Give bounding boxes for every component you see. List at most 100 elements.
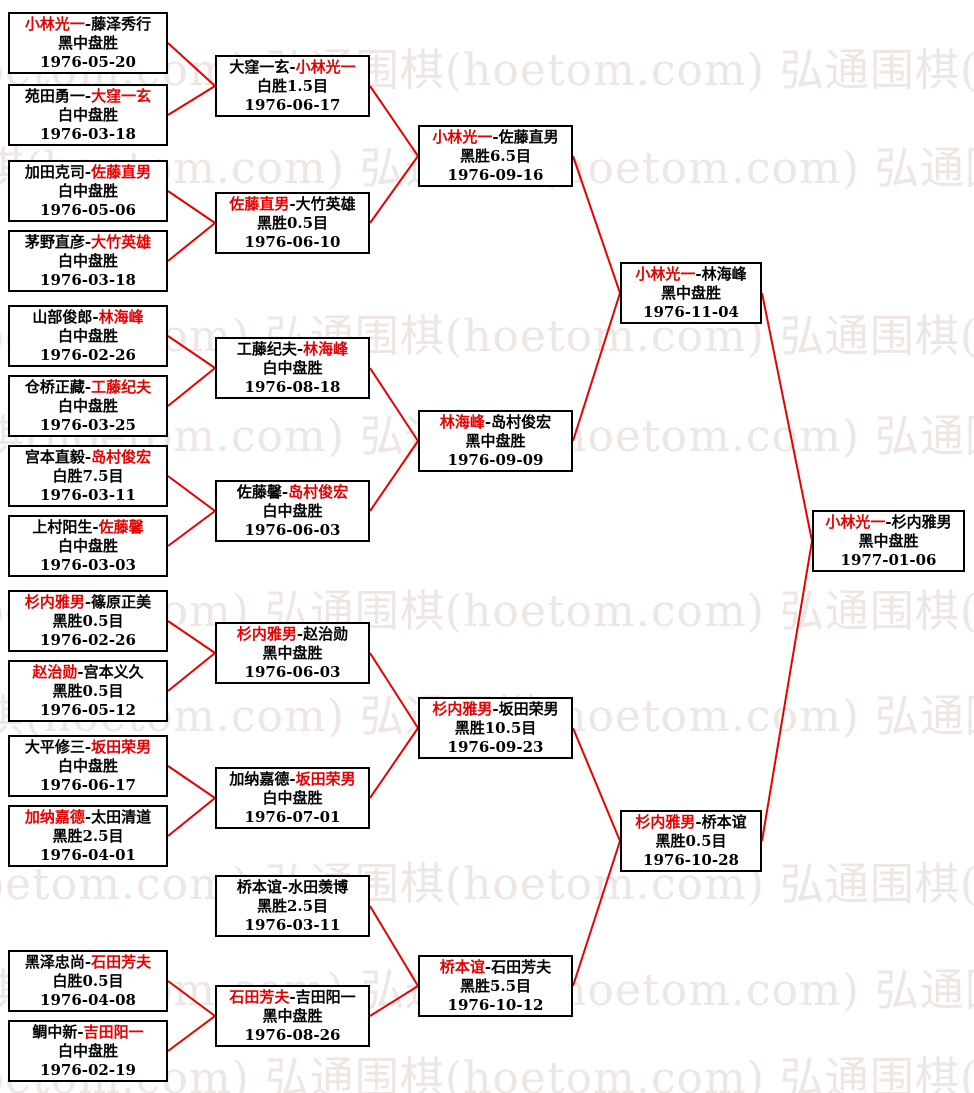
player2-name: 小林光一 — [295, 57, 356, 76]
connector-line — [369, 652, 419, 729]
connector-line — [369, 440, 419, 512]
player1-name: 佐藤直男 — [229, 194, 290, 213]
match-players: 杉内雅男-坂田荣男 — [432, 700, 558, 719]
match-box: 桥本谊-水田羡博 黑胜2.5目 1976-03-11 — [215, 875, 370, 937]
player1-name: 工藤纪夫 — [236, 339, 297, 358]
match-result: 黑中盘胜 — [660, 283, 721, 302]
match-result: 黑中盘胜 — [858, 531, 919, 550]
match-box: 宫本直毅-岛村俊宏 白胜7.5目 1976-03-11 — [8, 445, 168, 507]
player-separator: - — [281, 877, 289, 896]
match-players: 加纳嘉德-太田清道 — [25, 808, 151, 827]
match-box: 小林光一-佐藤直男 黑胜6.5目 1976-09-16 — [418, 125, 573, 187]
player-separator: - — [484, 957, 492, 976]
match-result: 白中盘胜 — [57, 105, 118, 124]
match-date: 1976-06-10 — [244, 232, 341, 251]
match-result: 黑中盘胜 — [57, 33, 118, 52]
player-separator: - — [281, 482, 289, 501]
player-separator: - — [84, 592, 92, 611]
player-separator: - — [492, 127, 499, 146]
player2-name: 水田羡博 — [288, 877, 349, 896]
match-box: 加纳嘉德-太田清道 黑胜2.5目 1976-04-01 — [8, 805, 168, 867]
match-players: 上村阳生-佐藤馨 — [32, 518, 143, 537]
match-box: 杉内雅男-赵治勋 黑中盘胜 1976-06-03 — [215, 622, 370, 684]
connector-line — [167, 475, 216, 512]
match-date: 1976-06-03 — [244, 662, 341, 681]
connector-line — [761, 540, 813, 842]
match-date: 1976-06-17 — [40, 775, 136, 794]
player1-name: 上村阳生 — [32, 517, 93, 536]
player1-name: 杉内雅男 — [635, 812, 696, 831]
player1-name: 大窪一玄 — [229, 57, 290, 76]
match-box: 小林光一-林海峰 黑中盘胜 1976-11-04 — [620, 262, 762, 324]
match-box: 石田芳夫-吉田阳一 黑中盘胜 1976-08-26 — [215, 985, 370, 1047]
match-date: 1976-09-16 — [447, 165, 544, 184]
player1-name: 仓桥正藏 — [24, 377, 85, 396]
match-date: 1976-07-01 — [244, 807, 341, 826]
match-players: 杉内雅男-篠原正美 — [25, 593, 151, 612]
match-players: 桥本谊-石田芳夫 — [440, 958, 551, 977]
player1-name: 宫本直毅 — [24, 447, 85, 466]
match-result: 白胜1.5目 — [256, 76, 329, 95]
player2-name: 篠原正美 — [91, 592, 152, 611]
match-players: 小林光一-杉内雅男 — [825, 513, 951, 532]
match-players: 工藤纪夫-林海峰 — [237, 340, 348, 359]
match-players: 石田芳夫-吉田阳一 — [229, 988, 355, 1007]
connector-line — [369, 905, 419, 987]
player1-name: 杉内雅男 — [236, 624, 297, 643]
match-box: 杉内雅男-篠原正美 黑胜0.5目 1976-02-26 — [8, 590, 168, 652]
connector-line — [167, 510, 216, 547]
connector-line — [167, 367, 216, 407]
match-date: 1976-02-26 — [40, 630, 136, 649]
player-separator: - — [289, 987, 296, 1006]
player2-name: 杉内雅男 — [891, 512, 952, 531]
connector-line — [167, 620, 216, 654]
player1-name: 茅野直彦 — [24, 232, 85, 251]
player2-name: 佐藤直男 — [91, 162, 152, 181]
match-result: 黑胜2.5目 — [52, 826, 124, 845]
player2-name: 赵治勋 — [303, 624, 349, 643]
match-date: 1976-02-19 — [40, 1060, 136, 1079]
match-players: 山部俊郎-林海峰 — [32, 308, 143, 327]
player1-name: 林海峰 — [439, 412, 485, 431]
player1-name: 加纳嘉德 — [24, 807, 85, 826]
match-players: 鲷中新-吉田阳一 — [32, 1023, 143, 1042]
player-separator: - — [84, 377, 92, 396]
match-date: 1976-09-09 — [447, 450, 544, 469]
match-result: 黑中盘胜 — [262, 1006, 323, 1025]
connector-line — [572, 155, 621, 294]
player2-name: 大竹英雄 — [295, 194, 356, 213]
match-box: 佐藤馨-岛村俊宏 白中盘胜 1976-06-03 — [215, 480, 370, 542]
player-separator: - — [77, 1022, 84, 1041]
match-result: 白中盘胜 — [57, 536, 118, 555]
match-box: 鲷中新-吉田阳一 白中盘胜 1976-02-19 — [8, 1020, 168, 1082]
player-separator: - — [84, 86, 92, 105]
player1-name: 小林光一 — [24, 14, 85, 33]
connector-line — [572, 292, 621, 442]
player2-name: 大窪一玄 — [91, 86, 152, 105]
match-players: 大窪一玄-小林光一 — [229, 58, 355, 77]
match-players: 苑田勇一-大窪一玄 — [25, 87, 151, 106]
watermark-text: 弘通围棋(hoetom.com) 弘通围棋(hoetom.com) 弘通围棋(h… — [0, 859, 974, 910]
connector-line — [167, 765, 216, 799]
match-box: 杉内雅男-桥本谊 黑胜0.5目 1976-10-28 — [620, 810, 762, 872]
player-separator: - — [84, 232, 92, 251]
match-box: 杉内雅男-坂田荣男 黑胜10.5目 1976-09-23 — [418, 697, 573, 759]
match-result: 白胜0.5目 — [52, 971, 124, 990]
match-date: 1976-08-26 — [244, 1025, 341, 1044]
connector-line — [167, 190, 216, 224]
match-players: 小林光一-藤泽秀行 — [25, 15, 151, 34]
player2-name: 吉田阳一 — [83, 1022, 144, 1041]
player2-name: 太田清道 — [91, 807, 152, 826]
player2-name: 坂田荣男 — [498, 699, 559, 718]
match-players: 茅野直彦-大竹英雄 — [25, 233, 151, 252]
match-players: 杉内雅男-桥本谊 — [635, 813, 746, 832]
match-date: 1976-08-18 — [244, 377, 341, 396]
match-players: 宫本直毅-岛村俊宏 — [25, 448, 151, 467]
match-box: 茅野直彦-大竹英雄 白中盘胜 1976-03-18 — [8, 230, 168, 292]
player-separator: - — [84, 14, 92, 33]
match-box: 工藤纪夫-林海峰 白中盘胜 1976-08-18 — [215, 337, 370, 399]
match-date: 1976-06-03 — [244, 520, 341, 539]
match-date: 1976-04-08 — [40, 990, 136, 1009]
